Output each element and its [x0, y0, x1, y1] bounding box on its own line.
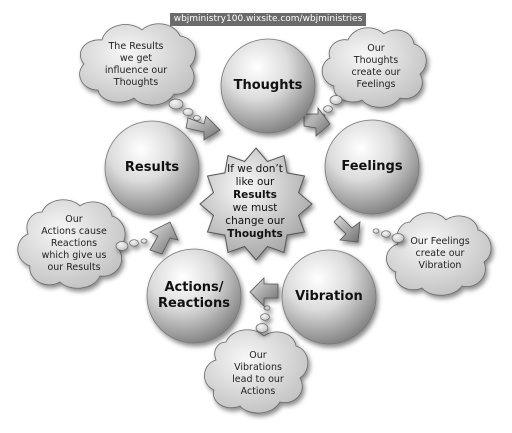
- results-cloud-line: The Results: [108, 41, 164, 52]
- center-star: [199, 147, 313, 261]
- thought-bubble-icon: [115, 95, 405, 333]
- actions-cloud-text: Our Actions cause Reactions which give u…: [24, 206, 124, 282]
- center-line2: like our: [235, 176, 275, 188]
- feelings-cloud: [386, 212, 492, 296]
- thoughts-cloud-line: Thoughts: [353, 55, 399, 66]
- curved-arrow-icon: [149, 106, 361, 307]
- vibrations-cloud-line: Vibrations: [234, 362, 282, 373]
- node-results: [104, 120, 200, 216]
- label-actions-line1: Actions/: [164, 280, 224, 295]
- label-actions-line2: Reactions: [158, 296, 230, 311]
- label-feelings: Feelings: [341, 159, 403, 174]
- results-cloud-line: influence our: [104, 65, 168, 76]
- label-actions: Actions/ Reactions: [147, 277, 241, 315]
- source-url: wbjministry100.wixsite.com/wbjministries: [170, 13, 366, 26]
- feelings-cloud-line: create our: [415, 248, 465, 259]
- actions-cloud-line: Reactions: [50, 238, 98, 249]
- center-line3: Results: [233, 189, 277, 201]
- center-line4: we must: [232, 202, 278, 214]
- center-line6: Thoughts: [227, 228, 283, 240]
- thoughts-cloud-line: Feelings: [356, 79, 396, 90]
- vibrations-cloud-line: lead to our: [232, 374, 284, 385]
- actions-cloud-line: Actions cause: [41, 226, 107, 237]
- feelings-cloud-line: Vibration: [418, 260, 462, 271]
- label-vibration: Vibration: [295, 289, 363, 304]
- thoughts-cloud-line: Our: [367, 43, 385, 54]
- results-cloud-line: we get: [119, 53, 153, 64]
- center-message: If we don’t like our Results we must cha…: [205, 158, 305, 246]
- vibrations-cloud: [204, 329, 309, 414]
- results-cloud-text: The Results we get influence our Thought…: [86, 30, 186, 100]
- node-feelings: [324, 119, 420, 215]
- actions-cloud-line: which give us: [41, 250, 107, 261]
- node-vibration: [281, 249, 377, 345]
- node-thoughts: [220, 38, 316, 134]
- thoughts-cloud-line: create our: [351, 67, 401, 78]
- vibrations-cloud-text: Our Vibrations lead to our Actions: [210, 338, 306, 410]
- vibrations-cloud-line: Our: [249, 350, 267, 361]
- actions-cloud-line: our Results: [47, 262, 101, 273]
- center-line5: change our: [225, 215, 285, 227]
- center-line1: If we don’t: [227, 163, 283, 175]
- thoughts-cloud: [321, 27, 427, 108]
- results-cloud: [79, 23, 196, 106]
- feelings-cloud-line: Our Feelings: [410, 236, 470, 247]
- label-results: Results: [124, 160, 180, 175]
- thoughts-cloud-text: Our Thoughts create our Feelings: [330, 32, 422, 102]
- results-cloud-line: Thoughts: [113, 77, 159, 88]
- vibrations-cloud-line: Actions: [240, 386, 276, 397]
- actions-cloud: [17, 199, 126, 289]
- actions-cloud-line: Our: [65, 214, 83, 225]
- node-actions: [146, 248, 242, 344]
- feelings-cloud-text: Our Feelings create our Vibration: [394, 218, 486, 290]
- label-thoughts: Thoughts: [233, 78, 303, 93]
